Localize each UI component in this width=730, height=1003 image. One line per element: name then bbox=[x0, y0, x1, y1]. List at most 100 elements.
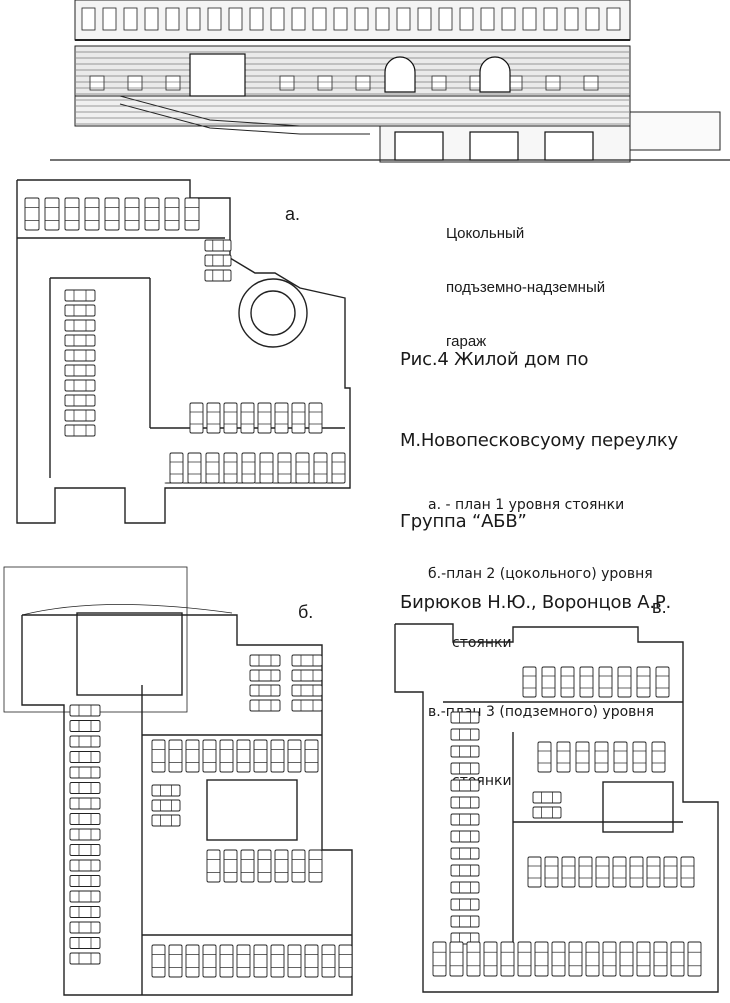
car-symbol bbox=[69, 766, 101, 779]
car-symbol bbox=[450, 745, 480, 758]
legend-line-3: стоянки bbox=[452, 635, 512, 651]
car-symbol bbox=[655, 666, 670, 698]
car-symbol bbox=[253, 739, 268, 773]
car-symbol bbox=[450, 915, 480, 928]
car-symbol bbox=[585, 941, 600, 977]
car-symbol bbox=[450, 796, 480, 809]
car-symbol bbox=[249, 684, 281, 697]
car-symbol bbox=[617, 666, 632, 698]
car-symbol bbox=[249, 654, 281, 667]
car-symbol bbox=[206, 402, 221, 434]
car-symbol bbox=[253, 944, 268, 978]
car-symbol bbox=[646, 856, 661, 888]
car-symbol bbox=[450, 762, 480, 775]
car-symbol bbox=[579, 666, 594, 698]
car-symbol bbox=[257, 849, 272, 883]
car-symbol bbox=[541, 666, 556, 698]
facade-window bbox=[102, 7, 117, 31]
car-symbol bbox=[291, 669, 323, 682]
car-symbol bbox=[69, 828, 101, 841]
plan-c bbox=[394, 623, 719, 993]
car-symbol bbox=[321, 944, 336, 978]
car-symbol bbox=[449, 941, 464, 977]
car-symbol bbox=[168, 739, 183, 773]
car-symbol bbox=[69, 890, 101, 903]
car-symbol bbox=[450, 813, 480, 826]
car-symbol bbox=[219, 739, 234, 773]
car-symbol bbox=[522, 666, 537, 698]
car-symbol bbox=[219, 944, 234, 978]
car-symbol bbox=[204, 239, 232, 252]
car-symbol bbox=[636, 941, 651, 977]
car-symbol bbox=[168, 944, 183, 978]
plan-b-label: б. bbox=[298, 602, 314, 622]
car-symbol bbox=[636, 666, 651, 698]
plan-c-label: в. bbox=[652, 597, 667, 617]
car-symbol bbox=[189, 402, 204, 434]
car-symbol bbox=[287, 944, 302, 978]
plan-legend: а. - план 1 уровня стоянки б.-план 2 (цо… bbox=[428, 448, 654, 816]
car-symbol bbox=[687, 941, 702, 977]
car-symbol bbox=[304, 944, 319, 978]
facade-window bbox=[207, 7, 222, 31]
car-symbol bbox=[612, 856, 627, 888]
car-symbol bbox=[223, 402, 238, 434]
car-symbol bbox=[304, 739, 319, 773]
car-symbol bbox=[185, 944, 200, 978]
car-symbol bbox=[151, 799, 181, 812]
facade-window bbox=[144, 7, 159, 31]
car-symbol bbox=[598, 666, 613, 698]
car-symbol bbox=[560, 666, 575, 698]
car-symbol bbox=[69, 813, 101, 825]
car-symbol bbox=[602, 941, 617, 977]
car-symbol bbox=[575, 741, 590, 773]
car-symbol bbox=[450, 864, 480, 877]
car-symbol bbox=[241, 452, 256, 484]
car-symbol bbox=[64, 424, 96, 437]
car-symbol bbox=[151, 944, 166, 978]
car-symbol bbox=[223, 452, 238, 484]
car-symbol bbox=[204, 254, 232, 267]
facade-window bbox=[375, 7, 390, 31]
car-symbol bbox=[483, 941, 498, 977]
car-symbol bbox=[205, 452, 220, 484]
car-symbol bbox=[537, 741, 552, 773]
car-symbol bbox=[313, 452, 328, 484]
car-symbol bbox=[69, 782, 101, 794]
facade-window bbox=[312, 7, 327, 31]
facade-window bbox=[186, 7, 201, 31]
car-symbol bbox=[249, 699, 281, 712]
car-symbol bbox=[291, 654, 323, 667]
car-symbol bbox=[568, 941, 583, 977]
car-symbol bbox=[202, 739, 217, 773]
facade-window bbox=[249, 7, 264, 31]
car-symbol bbox=[653, 941, 668, 977]
caption-line-3: Группа “АБВ” bbox=[400, 511, 527, 532]
car-symbol bbox=[544, 856, 559, 888]
car-symbol bbox=[277, 452, 292, 484]
car-symbol bbox=[236, 739, 251, 773]
facade-elevation bbox=[50, 0, 730, 163]
facade-window bbox=[354, 7, 369, 31]
facade-window bbox=[606, 7, 621, 31]
car-symbol bbox=[69, 751, 101, 763]
car-symbol bbox=[64, 364, 96, 377]
car-symbol bbox=[450, 847, 480, 860]
facade-window bbox=[585, 7, 600, 31]
car-symbol bbox=[64, 334, 96, 347]
car-symbol bbox=[124, 197, 140, 231]
garage-title-line-3: гараж bbox=[446, 333, 487, 350]
car-symbol bbox=[450, 898, 480, 911]
car-symbol bbox=[561, 856, 576, 888]
car-symbol bbox=[466, 941, 481, 977]
car-symbol bbox=[259, 452, 274, 484]
car-symbol bbox=[24, 197, 40, 231]
car-symbol bbox=[532, 791, 562, 804]
car-symbol bbox=[64, 349, 96, 362]
car-symbol bbox=[184, 197, 200, 231]
car-symbol bbox=[295, 452, 310, 484]
car-symbol bbox=[64, 304, 96, 317]
facade-window bbox=[438, 7, 453, 31]
car-symbol bbox=[64, 409, 96, 422]
car-symbol bbox=[69, 704, 101, 717]
